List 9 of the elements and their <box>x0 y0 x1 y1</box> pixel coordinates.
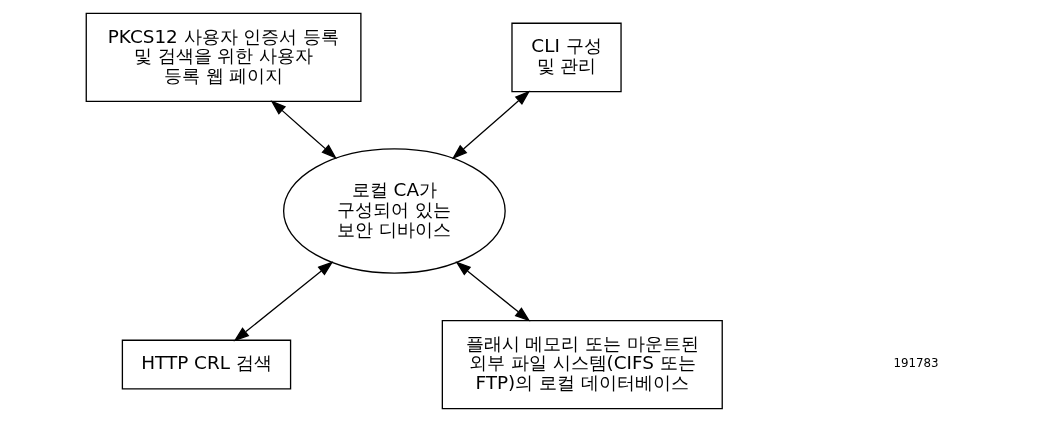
arrow <box>233 261 334 342</box>
node-box: CLI 구성 및 관리 <box>511 22 622 93</box>
node-box: HTTP CRL 검색 <box>121 339 292 390</box>
label: 191783 <box>893 356 939 371</box>
arrow <box>455 261 531 322</box>
arrow <box>270 100 337 159</box>
node-box: 플래시 메모리 또는 마운트된 외부 파일 시스템(CIFS 또는 FTP)의 로컬 데이터베이스 <box>441 319 723 410</box>
arrow <box>451 90 531 160</box>
node-box: PKCS12 사용자 인증서 등록 및 검색을 위한 사용자 등록 웹 페이지 <box>85 12 362 103</box>
